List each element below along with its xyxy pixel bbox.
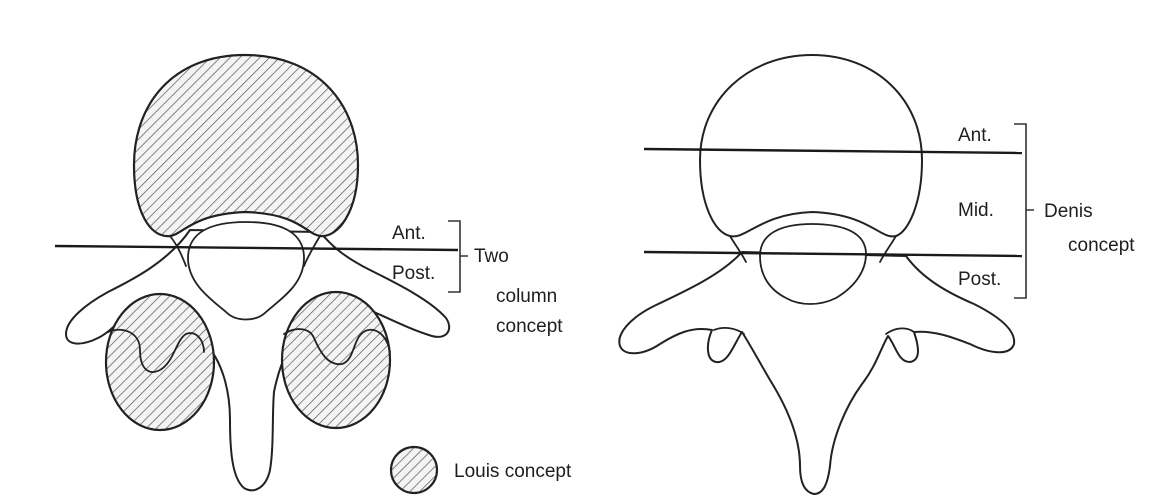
denis-ant-label: Ant.: [958, 125, 992, 146]
denis-concept-line-1: Denis: [1044, 201, 1093, 222]
denis-vertebral-body: [700, 55, 922, 236]
louis-ant-label: Ant.: [392, 223, 426, 244]
louis-legend-label: Louis concept: [454, 461, 572, 482]
denis-vertebra: [619, 55, 1014, 494]
denis-post-label: Post.: [958, 269, 1001, 290]
louis-bracket: [448, 221, 468, 292]
denis-bracket: [1014, 124, 1034, 298]
louis-left-facet-joint: [106, 294, 214, 430]
louis-post-label: Post.: [392, 263, 435, 284]
louis-right-facet-joint: [282, 292, 390, 428]
louis-vertebral-body: [134, 55, 358, 236]
louis-concept-line-3: concept: [496, 316, 563, 337]
louis-concept-line-1: Two: [474, 246, 509, 267]
louis-legend-swatch: [391, 447, 437, 493]
denis-mid-label: Mid.: [958, 200, 994, 221]
louis-concept-line-2: column: [496, 286, 557, 307]
denis-concept-line-2: concept: [1068, 235, 1135, 256]
louis-legend: Louis concept: [391, 447, 572, 493]
